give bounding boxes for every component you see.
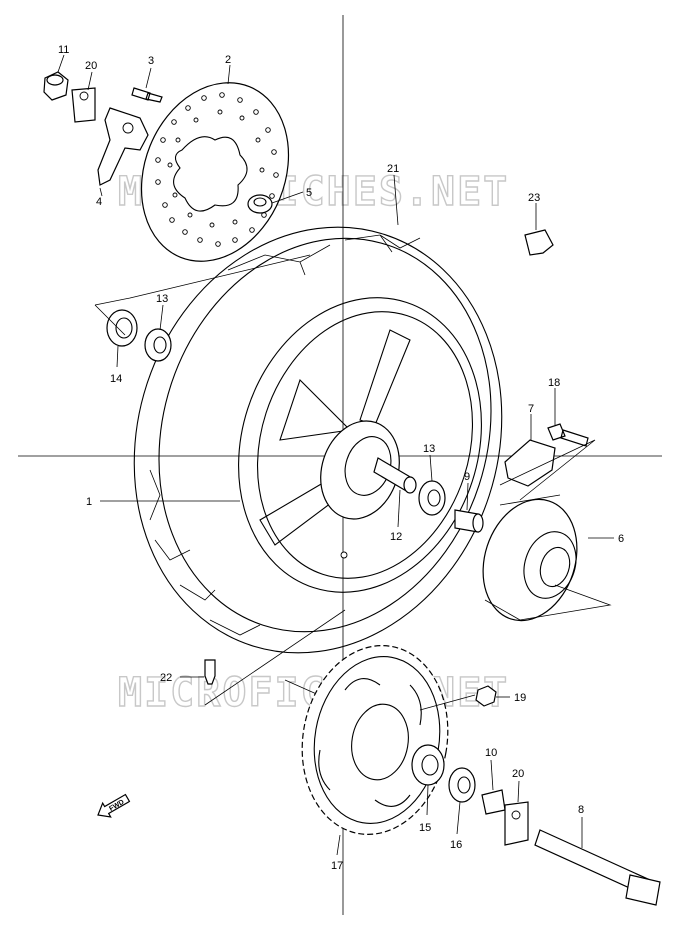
washer-plate-bottom — [504, 801, 529, 846]
disc-collar — [247, 194, 273, 214]
callout-5: 5 — [306, 187, 312, 199]
rear-wheel-assembly — [133, 226, 503, 654]
washer-plate-top — [71, 87, 96, 123]
sprocket-nut — [475, 685, 497, 707]
disc-bolt — [131, 87, 163, 103]
callout-20-top: 20 — [85, 60, 97, 72]
sprocket-bearing — [411, 744, 445, 786]
callout-11: 11 — [58, 44, 69, 56]
callout-16: 16 — [450, 839, 462, 851]
tire-inner-edge — [158, 237, 492, 633]
bearing-right — [418, 480, 446, 516]
collar-end — [403, 476, 417, 494]
callout-22: 22 — [160, 672, 172, 684]
callout-2: 2 — [225, 54, 231, 66]
callout-1: 1 — [86, 496, 92, 508]
wire-clip — [524, 229, 554, 256]
callout-9: 9 — [464, 471, 470, 483]
callout-21: 21 — [387, 163, 399, 175]
oil-seal-left — [106, 309, 138, 347]
valve-hole — [340, 551, 348, 559]
fwd-arrow-icon: FWD — [97, 793, 131, 818]
callout-15: 15 — [419, 822, 431, 834]
brake-disc-body — [140, 82, 290, 262]
sprocket-bolt — [547, 423, 589, 447]
callout-19: 19 — [514, 692, 526, 704]
callout-20-bottom: 20 — [512, 768, 524, 780]
callout-14: 14 — [110, 373, 122, 385]
fwd-label: FWD — [108, 799, 125, 813]
callout-13-left: 13 — [156, 293, 168, 305]
callout-leaders — [57, 54, 614, 856]
callout-17: 17 — [331, 860, 343, 872]
air-valve — [204, 659, 216, 685]
caliper-bracket — [97, 107, 149, 186]
washer-plate-hole — [79, 91, 89, 101]
nut-top — [46, 74, 64, 86]
rim-outer — [238, 297, 482, 593]
callout-4: 4 — [96, 196, 102, 208]
rim-inner — [256, 311, 474, 579]
callout-8: 8 — [578, 804, 584, 816]
callout-23: 23 — [528, 192, 540, 204]
brake-disc-center-cutout — [173, 136, 248, 212]
callout-7: 7 — [528, 403, 534, 415]
wheel-damper — [504, 439, 556, 487]
sprocket-teeth-outline — [301, 645, 449, 835]
bearing-left — [144, 328, 172, 362]
callout-3: 3 — [148, 55, 154, 67]
tire-tread-pattern — [149, 234, 421, 636]
collar — [481, 789, 506, 815]
sprocket-spacer — [448, 767, 476, 803]
brake-disc — [140, 82, 290, 262]
bracket-hole — [122, 122, 134, 134]
axle-head — [625, 874, 661, 906]
callout-12: 12 — [390, 531, 402, 543]
tire-outer-edge — [133, 226, 503, 654]
callout-13-right: 13 — [423, 443, 435, 455]
callout-18: 18 — [548, 377, 560, 389]
rear-sprocket — [301, 645, 449, 835]
callout-10: 10 — [485, 747, 497, 759]
callout-6: 6 — [618, 533, 624, 545]
